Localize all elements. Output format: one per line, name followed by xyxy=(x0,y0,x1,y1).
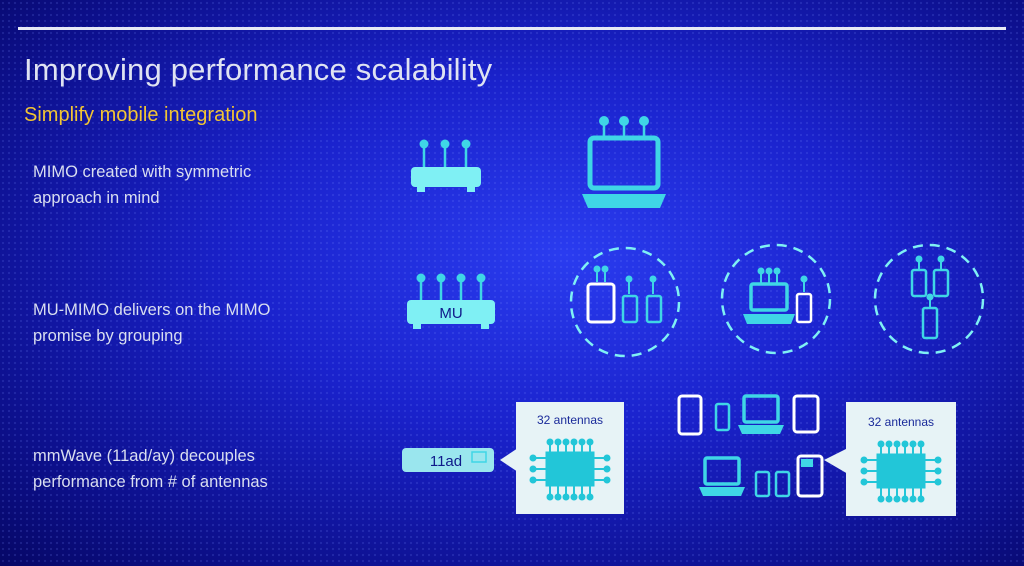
antenna-array-box-1: 32 antennas xyxy=(500,402,624,514)
mu-router-icon: MU xyxy=(407,273,495,329)
row-mumimo-text: MU-MIMO delivers on the MIMO promise by … xyxy=(33,297,270,349)
row-mumimo-line1: MU-MIMO delivers on the MIMO xyxy=(33,301,271,319)
row-mimo-text: MIMO created with symmetric approach in … xyxy=(33,159,251,211)
antenna-box-1-label: 32 antennas xyxy=(537,413,603,427)
laptop-antenna-icon xyxy=(582,116,666,208)
slide-title: Improving performance scalability xyxy=(24,52,493,87)
row-mmwave-text: mmWave (11ad/ay) decouples performance f… xyxy=(33,443,268,495)
group-circle-tablet-phones xyxy=(569,246,681,358)
group-circle-laptop-phone xyxy=(720,243,832,355)
11ad-router-label: 11ad xyxy=(430,453,462,470)
header-rule xyxy=(18,27,1006,30)
mu-router-label: MU xyxy=(439,305,462,322)
device-cluster xyxy=(677,394,824,498)
row-mimo-line1: MIMO created with symmetric xyxy=(33,163,252,181)
slide-subtitle: Simplify mobile integration xyxy=(24,104,258,126)
antenna-box-2-label: 32 antennas xyxy=(868,415,934,429)
row-mimo-line2: approach in mind xyxy=(33,189,160,207)
row-mumimo-line2: promise by grouping xyxy=(33,327,183,345)
row-mmwave-line2: performance from # of antennas xyxy=(33,473,268,491)
router-3-antenna-icon xyxy=(411,139,481,192)
antenna-array-box-2: 32 antennas xyxy=(824,402,956,516)
row-mmwave-line1: mmWave (11ad/ay) decouples xyxy=(33,447,255,465)
group-circle-phones xyxy=(873,243,985,355)
11ad-router-icon: 11ad xyxy=(402,448,494,472)
